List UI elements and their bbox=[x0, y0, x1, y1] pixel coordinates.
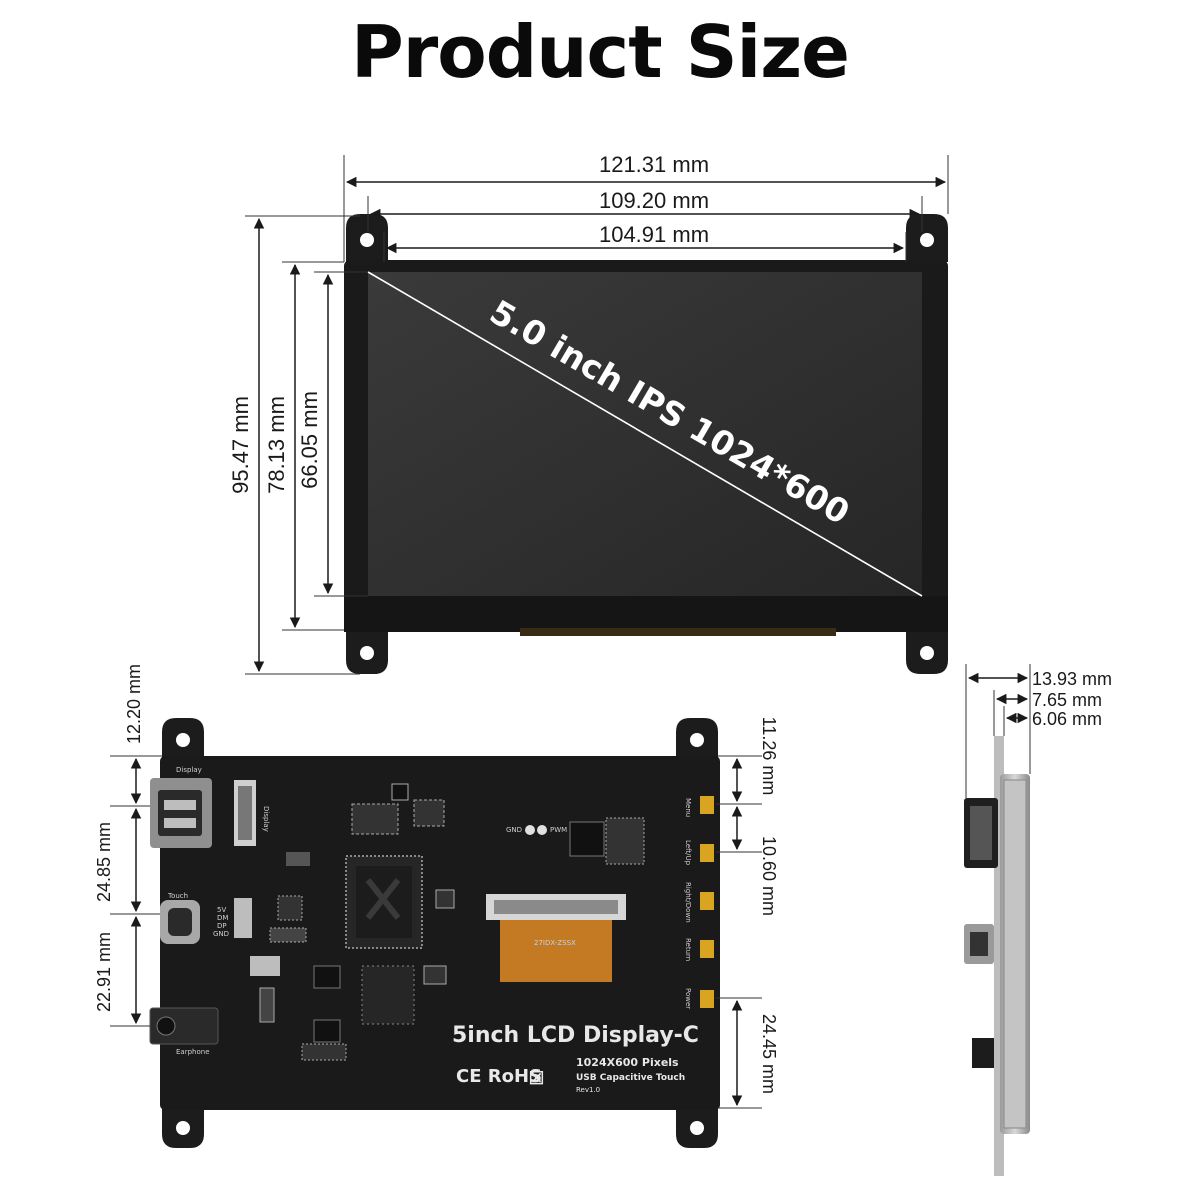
board-rev: Rev1.0 bbox=[576, 1086, 600, 1094]
side-earphone-jack bbox=[972, 1038, 994, 1068]
fpc-display-label: Display bbox=[262, 806, 270, 832]
screen-diagonal bbox=[367, 271, 923, 597]
button-power[interactable]: Power bbox=[684, 988, 714, 1009]
page-title: Product Size bbox=[351, 10, 850, 94]
dim-side-mid: 7.65 mm bbox=[1032, 690, 1102, 710]
dim-back-left-bottom: 22.91 mm bbox=[94, 932, 114, 1012]
button-return[interactable]: Return bbox=[684, 938, 714, 961]
button-right-label: Right/Down bbox=[684, 882, 692, 923]
back-left-dimensions: 12.20 mm 24.85 mm 22.91 mm bbox=[94, 664, 162, 1027]
button-left-label: Left/Up bbox=[684, 840, 692, 866]
back-right-dimensions: 11.26 mm 10.60 mm 24.45 mm bbox=[716, 717, 779, 1109]
button-left-up[interactable]: Left/Up bbox=[684, 840, 714, 866]
pin-5v-label: 5V bbox=[217, 906, 226, 914]
dim-back-right-top: 11.26 mm bbox=[759, 717, 779, 796]
svg-text:27IDX-ZSSX: 27IDX-ZSSX bbox=[534, 939, 576, 947]
port-earphone-label: Earphone bbox=[176, 1048, 210, 1056]
button-menu[interactable]: Menu bbox=[684, 796, 714, 817]
pin-dp-label: DP bbox=[217, 922, 227, 930]
pad-gnd-label: GND bbox=[506, 826, 522, 834]
button-return-label: Return bbox=[684, 938, 692, 961]
button-power-label: Power bbox=[684, 988, 692, 1009]
side-view bbox=[964, 736, 1030, 1176]
board-touch: USB Capacitive Touch bbox=[576, 1073, 685, 1083]
dim-side-thin: 6.06 mm bbox=[1032, 709, 1102, 729]
port-display-label: Display bbox=[176, 766, 202, 774]
dim-height-overall: 95.47 mm bbox=[228, 396, 253, 494]
dim-height-active: 66.05 mm bbox=[297, 391, 322, 489]
side-dimensions: 13.93 mm 7.65 mm 6.06 mm bbox=[965, 664, 1112, 798]
back-view: Display Display Touch 5V DM DP GND Earph… bbox=[149, 718, 720, 1148]
dim-height-module: 78.13 mm bbox=[264, 396, 289, 494]
board-pixels: 1024X600 Pixels bbox=[576, 1056, 679, 1069]
side-pcb-edge bbox=[994, 736, 1004, 1176]
front-height-dimensions: 95.47 mm 78.13 mm 66.05 mm bbox=[228, 215, 368, 675]
board-product-name: 5inch LCD Display-C bbox=[452, 1023, 699, 1048]
dim-side-total: 13.93 mm bbox=[1032, 669, 1112, 689]
dim-width-overall: 121.31 mm bbox=[599, 152, 709, 177]
button-menu-label: Menu bbox=[684, 798, 692, 817]
dim-back-right-middle: 10.60 mm bbox=[759, 836, 779, 916]
dim-back-left-middle: 24.85 mm bbox=[94, 822, 114, 902]
dim-back-right-bottom: 24.45 mm bbox=[759, 1014, 779, 1094]
pin-dm-label: DM bbox=[217, 914, 228, 922]
fpc-ribbon-cable bbox=[500, 920, 612, 982]
button-right-down[interactable]: Right/Down bbox=[684, 882, 714, 923]
dim-width-mount: 109.20 mm bbox=[599, 188, 709, 213]
dim-width-active: 104.91 mm bbox=[599, 222, 709, 247]
dim-back-left-top: 12.20 mm bbox=[124, 664, 144, 744]
recycle-bin-icon: ⊠ bbox=[528, 1065, 545, 1089]
front-view: 5.0 inch IPS 1024*600 bbox=[344, 214, 948, 674]
pin-gnd-label: GND bbox=[213, 930, 229, 938]
pad-pwm-label: PWM bbox=[550, 826, 567, 834]
board-cert-marks: CE RoHS bbox=[456, 1066, 542, 1087]
front-width-dimensions: 121.31 mm 109.20 mm 104.91 mm bbox=[343, 152, 949, 262]
port-touch-label: Touch bbox=[167, 892, 188, 900]
